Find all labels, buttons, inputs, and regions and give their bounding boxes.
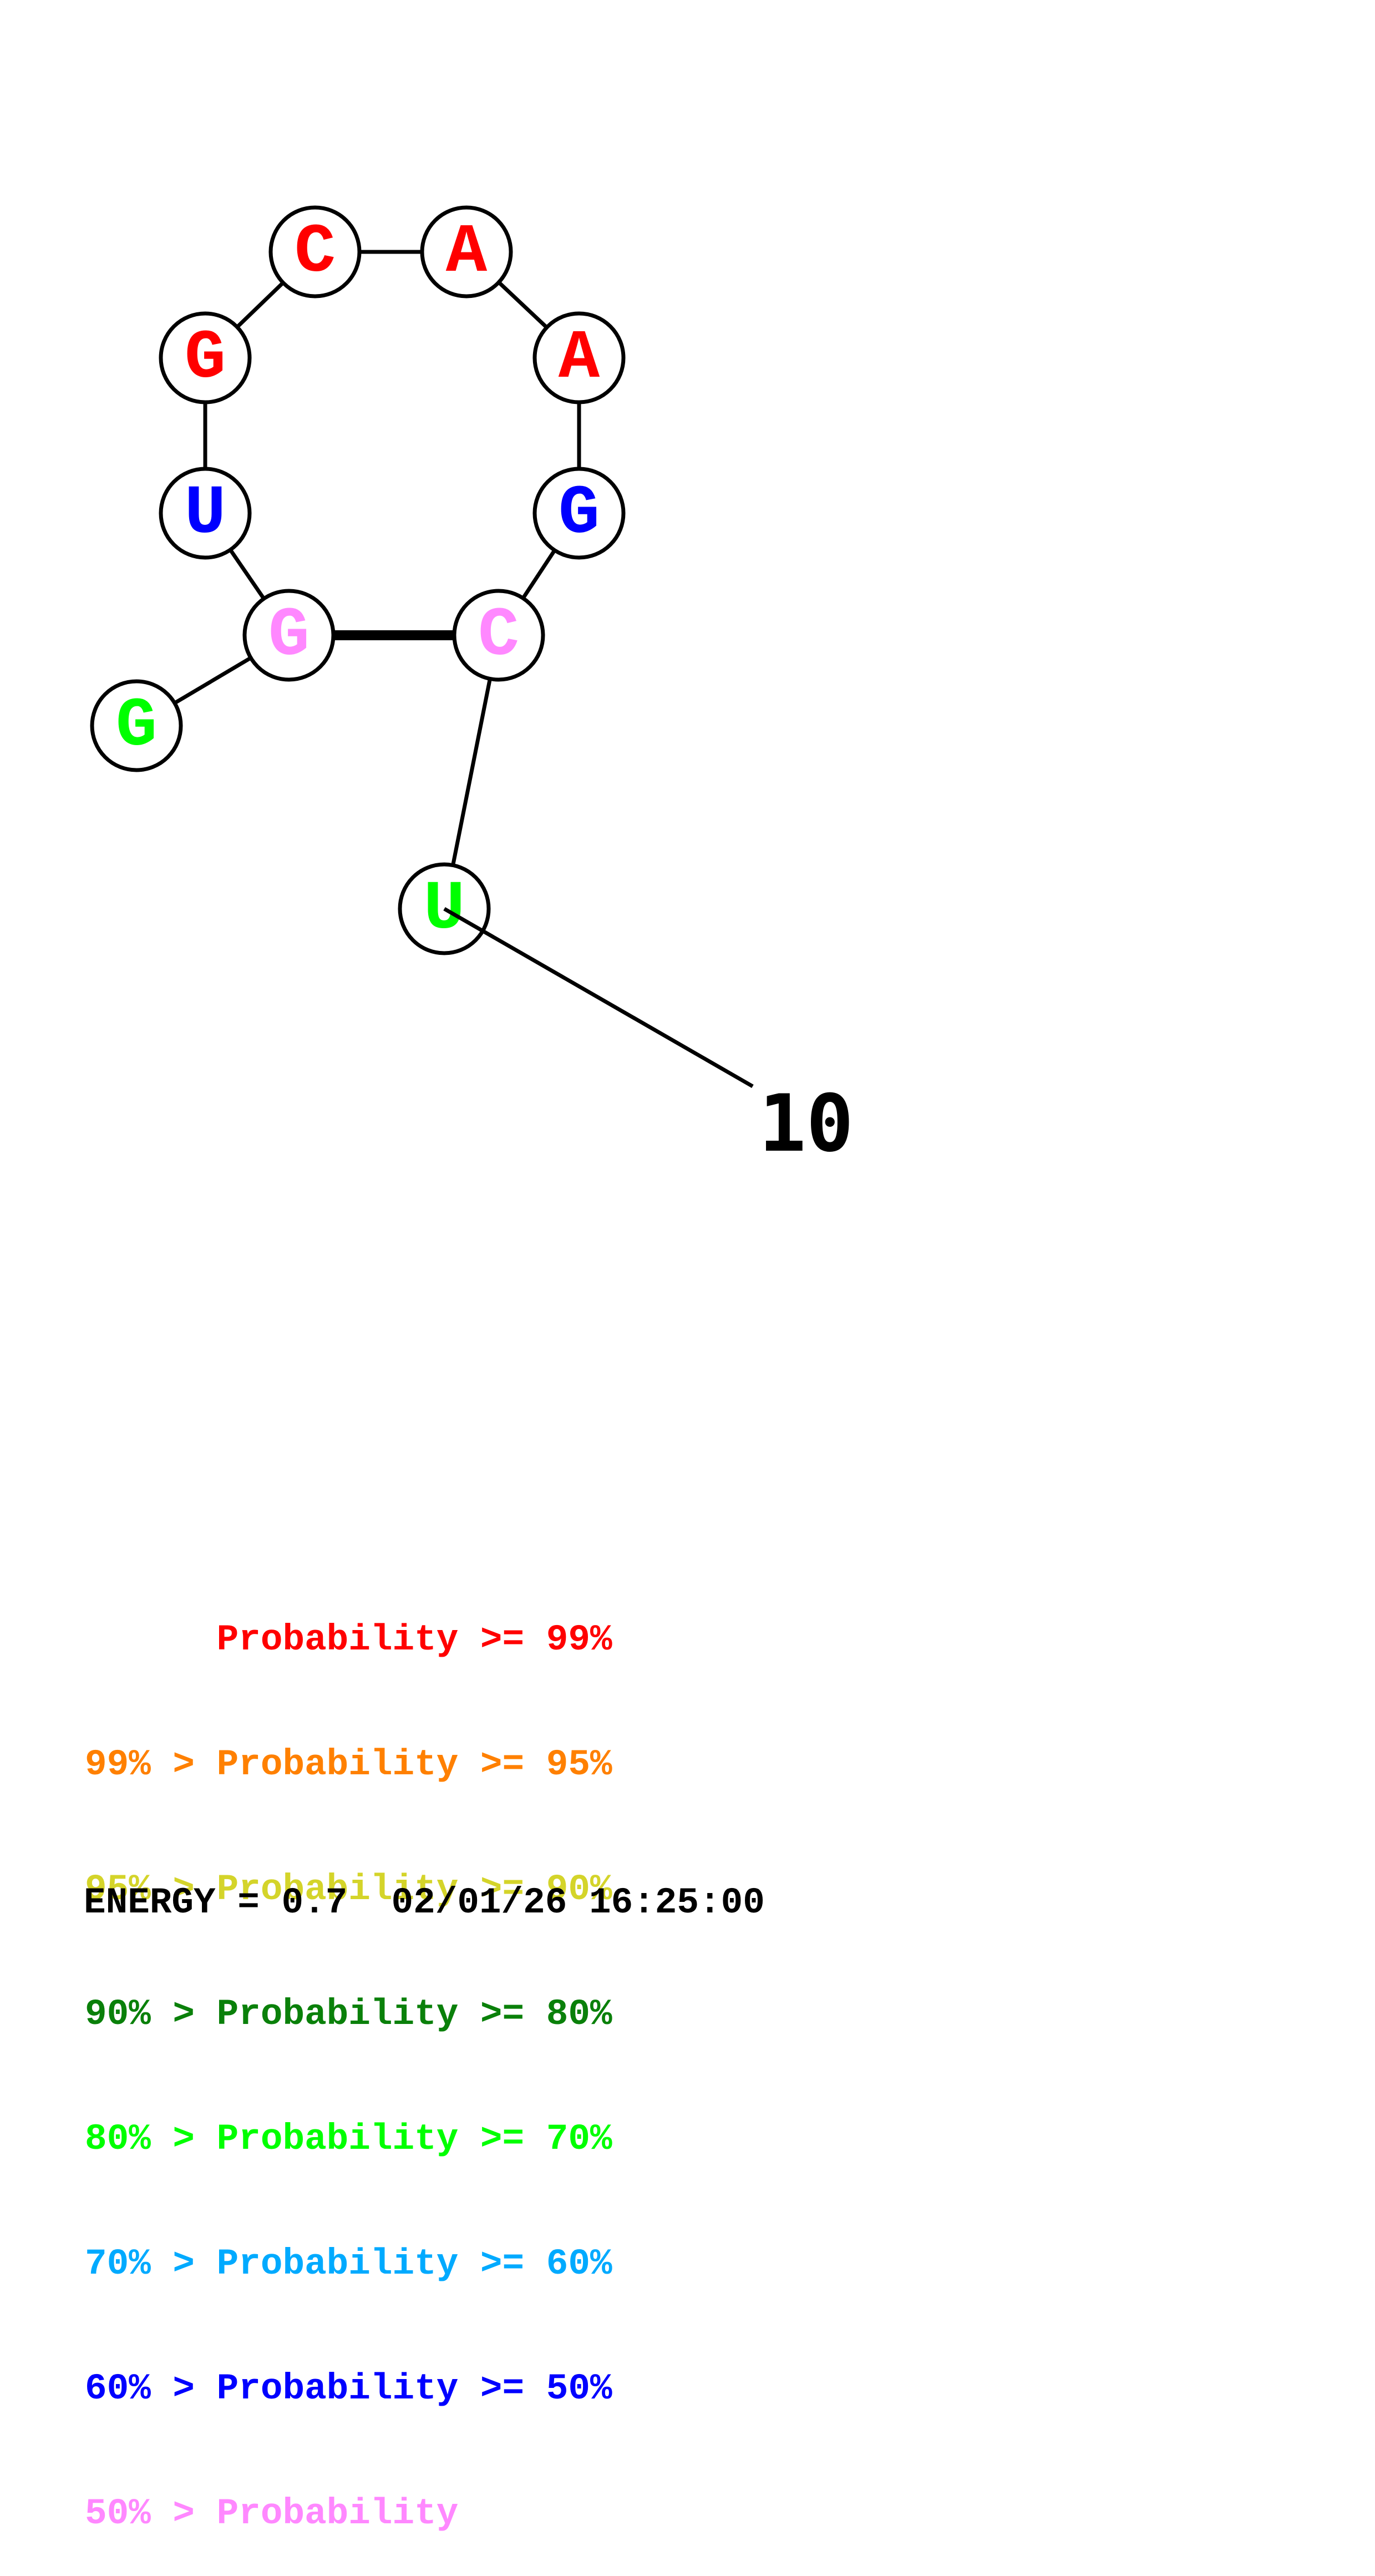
index-label-tick [443,907,754,1089]
nucleotide-6: A [420,205,513,298]
nucleotide-2: G [242,589,336,682]
energy-footer: ENERGY = 0.7 02/01/26 16:25:00 [84,1882,765,1924]
nucleotide-letter: G [268,598,309,675]
backbone-edge [442,635,501,909]
legend-row-90-95: 95% > Probability >= 90% [85,1869,612,1910]
nucleotide-circle [159,311,252,404]
legend-row-70-80: 80% > Probability >= 70% [85,2118,612,2160]
index-label-10: 10 [759,1078,854,1170]
energy-value: ENERGY = 0.7 [84,1882,348,1924]
legend-row-50-60: 60% > Probability >= 50% [85,2368,612,2410]
nucleotide-7: A [532,311,626,404]
footer-spacer [347,1882,391,1924]
nucleotide-circle [420,205,513,298]
nucleotide-letter: G [559,475,600,553]
legend-row-60-70: 70% > Probability >= 60% [85,2243,612,2285]
nucleotide-letter: U [185,475,226,553]
legend-row-ge99: Probability >= 99% [85,1619,612,1661]
nucleotide-circle [268,205,362,298]
nucleotide-circle [159,467,252,560]
index-labels: 10 [443,907,854,1170]
nucleotide-letter: C [478,598,519,675]
nucleotide-9: C [452,589,545,682]
nucleotide-letter: A [559,320,600,398]
nucleotide-circle [452,589,545,682]
nucleotide-circle [242,589,336,682]
nucleotide-1: G [90,679,183,772]
legend-row-95-99: 99% > Probability >= 95% [85,1744,612,1785]
nucleotide-4: G [159,311,252,404]
nucleotide-letter: G [185,320,226,398]
nucleotide-letter: A [446,214,488,292]
nucleotide-8: G [532,467,626,560]
nucleotide-5: C [268,205,362,298]
nucleotide-letter: C [295,214,336,292]
nucleotide-3: U [159,467,252,560]
nucleotide-circle [532,311,626,404]
legend-row-80-90: 90% > Probability >= 80% [85,1993,612,2035]
probability-legend: Probability >= 99% 99% > Probability >= … [85,1536,612,2576]
legend-row-lt50: 50% > Probability [85,2493,459,2534]
nucleotide-circle [532,467,626,560]
nucleotide-letter: G [116,688,157,766]
nucleotide-circle [90,679,183,772]
timestamp: 02/01/26 16:25:00 [391,1882,765,1924]
